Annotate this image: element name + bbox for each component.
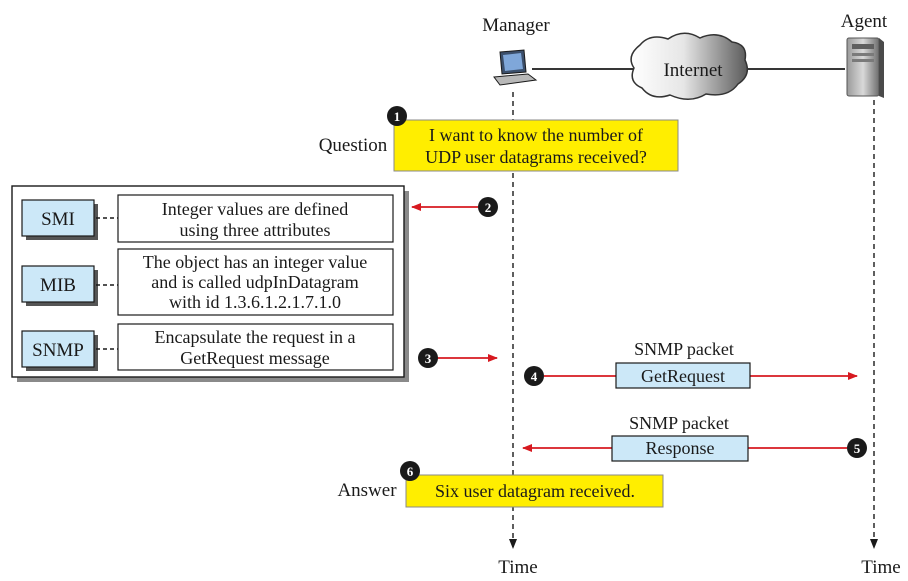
request-caption: SNMP packet	[634, 339, 734, 359]
response-label: Response	[646, 438, 715, 458]
response-caption: SNMP packet	[629, 413, 729, 433]
response-packet	[611, 435, 749, 462]
agent-time-label: Time	[861, 557, 900, 578]
snmp-description-1: Encapsulate the request in a	[155, 327, 356, 347]
manager-time-label: Time	[498, 557, 537, 578]
svg-text:4: 4	[531, 369, 538, 384]
step-5-badge: 5	[847, 438, 867, 458]
svg-text:2: 2	[485, 200, 492, 215]
step-6-badge: 6	[400, 461, 420, 481]
snmp-name: SNMP	[32, 340, 84, 361]
step-4-badge: 4	[524, 366, 544, 386]
svg-text:1: 1	[394, 109, 401, 124]
svg-text:6: 6	[407, 464, 414, 479]
smi-name: SMI	[41, 209, 75, 230]
smi-layer: SMI Integer values are defined using thr…	[21, 194, 394, 243]
svg-text:3: 3	[425, 351, 432, 366]
answer-text: Six user datagram received.	[435, 481, 635, 501]
smi-box	[21, 199, 95, 237]
step-2-badge: 2	[478, 197, 498, 217]
snmp-box	[21, 330, 95, 368]
internet-label: Internet	[663, 60, 723, 81]
mib-box	[21, 265, 95, 303]
step-1-badge: 1	[387, 106, 407, 126]
question-label: Question	[319, 135, 388, 156]
manager-label: Manager	[482, 15, 550, 36]
svg-text:5: 5	[854, 441, 861, 456]
smi-description-2: using three attributes	[180, 220, 331, 240]
snmp-description-2: GetRequest message	[180, 348, 329, 368]
step-3-badge: 3	[418, 348, 438, 368]
server-icon	[846, 37, 884, 98]
mib-description-2: and is called udpInDatagram	[151, 272, 358, 292]
mib-description-box	[117, 248, 394, 316]
internet-cloud-icon	[630, 32, 749, 100]
question-line-1: I want to know the number of	[429, 125, 643, 145]
getrequest-label: GetRequest	[641, 366, 725, 386]
laptop-icon	[493, 49, 538, 86]
question-line-2: UDP user datagrams received?	[425, 147, 647, 167]
getrequest-packet	[615, 362, 751, 389]
answer-label: Answer	[337, 480, 397, 501]
mib-name: MIB	[40, 275, 76, 296]
question-note	[393, 119, 679, 172]
answer-note	[405, 474, 664, 508]
agent-label: Agent	[841, 11, 888, 32]
snmp-description-box	[117, 323, 394, 371]
mib-layer: MIB The object has an integer value and …	[21, 248, 394, 316]
snmp-layer: SNMP Encapsulate the request in a GetReq…	[21, 323, 394, 371]
smi-description-box	[117, 194, 394, 243]
mib-description-3: with id 1.3.6.1.2.1.7.1.0	[169, 292, 341, 312]
mib-description-1: The object has an integer value	[143, 252, 367, 272]
smi-description-1: Integer values are defined	[162, 199, 348, 219]
